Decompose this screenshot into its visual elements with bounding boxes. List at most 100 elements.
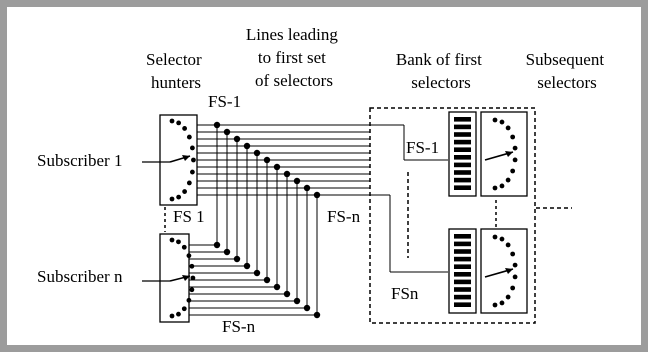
selector-wiper-tip [505, 268, 513, 274]
hunter-contact [169, 237, 175, 243]
junction-dot [213, 121, 221, 129]
bank-terminal [454, 147, 471, 152]
junction-dot [233, 135, 241, 143]
hunter-contact [191, 157, 196, 163]
first-selector-fsn [448, 228, 528, 314]
first-selector-fs1 [448, 111, 528, 197]
hunter-contact [169, 313, 175, 319]
selector-contact [492, 185, 498, 191]
label-fs1-top: FS-1 [208, 92, 241, 111]
junction-dot [303, 304, 311, 312]
junction-dot [283, 290, 291, 298]
bank-terminal [454, 272, 471, 277]
bank-terminal [454, 177, 471, 183]
junction-dot [213, 241, 221, 249]
bank-terminal [454, 279, 471, 285]
hunter-contact [190, 145, 195, 151]
selector-contact [512, 145, 518, 151]
junction-dot [263, 156, 271, 164]
selector-contact [510, 134, 516, 140]
hunter-contact [189, 263, 195, 269]
hunter-contact [176, 120, 182, 126]
bank-terminal [454, 162, 471, 168]
hunter-contact [186, 253, 192, 259]
bank-terminal [454, 264, 471, 269]
hunter-contact [169, 118, 175, 124]
hunter-contact [190, 275, 196, 281]
bank-terminal [454, 117, 471, 122]
line-grid [189, 121, 448, 319]
junction-dot [293, 297, 301, 305]
hunter-contact [181, 306, 187, 312]
bank-terminal [454, 249, 471, 254]
selector-contact [512, 262, 518, 268]
hunter-contact [186, 180, 192, 186]
bank-terminal [454, 185, 471, 190]
bank-terminal [454, 170, 471, 175]
junction-dot [303, 184, 311, 192]
hunter-contact [189, 287, 195, 293]
junction-dot [293, 177, 301, 185]
selector-contact [499, 183, 505, 189]
hunter-contact [186, 297, 192, 303]
junction-dot [233, 255, 241, 263]
bank-terminal [454, 139, 471, 145]
selector-hunter-n [142, 233, 196, 323]
hunter-contact [190, 169, 195, 175]
bank-terminal [454, 155, 471, 160]
selector-contact [512, 274, 518, 280]
junction-dot [223, 248, 231, 256]
selector-contact [505, 125, 511, 131]
hunter-contact [176, 311, 181, 317]
selector-box [480, 228, 528, 314]
junction-dot [313, 191, 321, 199]
hunter-contact [176, 239, 181, 245]
bank-terminal [454, 294, 471, 300]
junction-dot [263, 276, 271, 284]
label-fs1-hunter: FS 1 [173, 207, 205, 226]
label-fsn-bottom: FS-n [222, 317, 256, 336]
bank-terminal [454, 256, 471, 262]
label-subscriber-1: Subscriber 1 [37, 151, 122, 170]
label-bank-fs1: FS-1 [406, 138, 439, 157]
hunter-wiper-tip [182, 275, 190, 281]
hunter-contact [182, 126, 188, 131]
selector-contact [510, 168, 516, 174]
selector-contact [505, 294, 511, 300]
hunter-contact [169, 196, 175, 202]
selector-contact [499, 236, 505, 242]
header-lines-leading: Lines leading to first set of selectors [246, 25, 342, 90]
junction-dot [243, 262, 251, 270]
header-subsequent-selectors: Subsequent selectors [526, 50, 609, 92]
selector-hunter-1 [142, 114, 198, 206]
bank-terminal [454, 124, 471, 130]
junction-dot [243, 142, 251, 150]
label-fsn-middle: FS-n [327, 207, 361, 226]
hunter-contact [176, 194, 182, 200]
selector-contact [499, 119, 505, 125]
header-bank-of-first-selectors: Bank of first selectors [396, 50, 486, 92]
selector-contact [510, 251, 516, 257]
selector-contact [510, 285, 516, 291]
selector-contact [512, 157, 518, 163]
selector-contact [492, 117, 498, 123]
header-selector-hunters: Selector hunters [146, 50, 206, 92]
hunter-contact [182, 189, 188, 194]
selector-contact [492, 302, 498, 308]
junction-dot [223, 128, 231, 136]
junction-dot [273, 283, 281, 291]
bank-terminal [454, 234, 471, 239]
bank-terminal [454, 287, 471, 292]
junction-dot [273, 163, 281, 171]
selector-contact [499, 300, 505, 306]
hunter-contact [181, 244, 187, 250]
junction-dot [253, 269, 261, 277]
bank-terminal [454, 302, 471, 307]
selector-contact [505, 242, 511, 248]
label-bank-fsn: FSn [391, 284, 419, 303]
selector-contact [492, 234, 498, 240]
junction-dot [313, 311, 321, 319]
